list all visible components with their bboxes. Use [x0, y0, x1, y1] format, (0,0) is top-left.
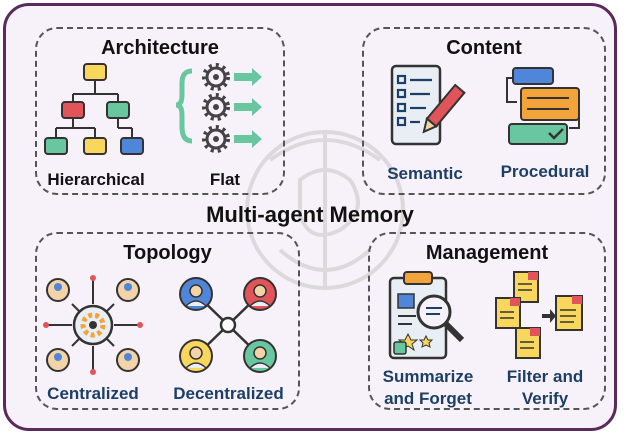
filter-and-verify-label: Filter and Verify: [506, 367, 584, 408]
management-panel: Management: [368, 232, 606, 410]
architecture-title: Architecture: [101, 37, 219, 59]
clipboard-magnifier-icon: [388, 271, 465, 360]
centralized-label: Centralized: [47, 384, 139, 403]
workflow-steps-icon: [506, 67, 580, 145]
checklist-pencil-icon: [390, 64, 466, 146]
main-title: Multi-agent Memory: [206, 202, 414, 227]
hierarchy-tree-icon: [44, 63, 144, 155]
peer-agents-icon: [179, 277, 277, 373]
topology-title: Topology: [123, 242, 212, 264]
content-title: Content: [446, 37, 522, 59]
flat-label: Flat: [209, 170, 241, 189]
decentralized-label: Decentralized: [173, 384, 284, 403]
hub-gear-agents-icon: [43, 275, 143, 375]
management-title: Management: [425, 242, 549, 264]
gear-arrows-icon: [175, 63, 262, 153]
summarize-and-forget-label: Summarize and Forget: [382, 367, 474, 408]
topology-panel: Topology: [35, 232, 300, 410]
hierarchical-label: Hierarchical: [47, 170, 145, 189]
procedural-label: Procedural: [500, 162, 590, 181]
document-filter-icon: [495, 271, 583, 359]
brain-watermark-icon: [245, 130, 405, 290]
semantic-label: Semantic: [387, 164, 463, 183]
architecture-panel: Architecture: [35, 27, 285, 195]
content-panel: Content: [362, 27, 606, 195]
